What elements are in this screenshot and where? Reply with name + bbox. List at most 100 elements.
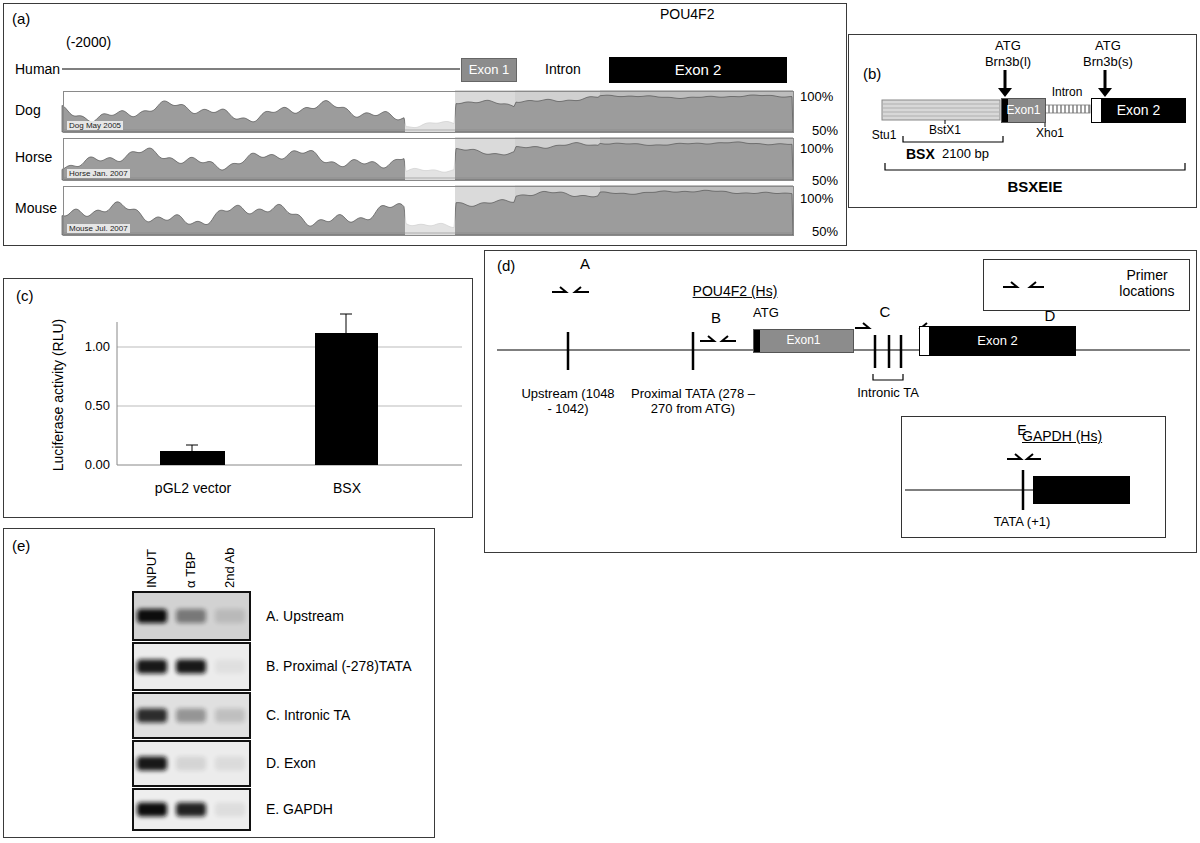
exon-box: Exon 1: [461, 58, 517, 82]
gel-band: [215, 757, 245, 771]
gel-band: [176, 709, 206, 723]
primer-arrow: [700, 336, 714, 341]
construct-map: [883, 104, 999, 116]
gel-band: [137, 803, 167, 817]
figure-label: Upstream (1048 - 1042): [520, 387, 616, 417]
gel-band: [176, 803, 206, 817]
human-gene-line: [62, 68, 460, 69]
bar-chart: [117, 322, 118, 465]
bar-chart: [315, 333, 378, 465]
box-heading: GAPDH (Hs): [1022, 428, 1102, 444]
box-label: Exon1: [786, 334, 820, 348]
figure-label: E. GAPDH: [266, 801, 333, 817]
figure-label: 0.50: [85, 399, 110, 414]
primer-arrow: [575, 287, 589, 292]
figure-label: INPUT: [145, 549, 160, 588]
gene-map: [497, 332, 1190, 510]
figure-label: 2100 bp: [942, 147, 989, 162]
track-baseline: [62, 178, 793, 179]
figure-label: Stu1: [872, 129, 897, 143]
box-heading: (e): [12, 537, 30, 554]
figure-label: α TBP: [184, 552, 199, 588]
figure-label: BstX1: [929, 124, 961, 138]
figure-label: ATG: [1095, 39, 1121, 54]
construct-map: [883, 104, 999, 105]
gel-frame: [133, 643, 250, 690]
figure-label: Xho1: [1036, 127, 1064, 141]
figure-label: D. Exon: [266, 755, 316, 771]
bar-chart: [192, 445, 193, 451]
gel-band: [176, 609, 206, 623]
construct-map: [1045, 105, 1090, 113]
bar-chart: [340, 314, 352, 315]
bar-chart: [117, 406, 462, 407]
bar-chart: [117, 314, 462, 465]
construct-map: [882, 70, 1185, 170]
panel: (e): [3, 528, 435, 838]
unaligned-band: [405, 90, 455, 132]
box-heading: Dog May 2005: [67, 121, 123, 130]
exon-box: Exon1: [753, 329, 854, 353]
box-heading: (a): [12, 10, 30, 27]
figure-label: Luciferase activity (RLU): [50, 319, 66, 472]
gel-band: [215, 709, 245, 723]
figure-label: BSX: [333, 480, 361, 496]
gene-map: [1033, 476, 1130, 504]
gene-map: [692, 332, 695, 370]
figure-label: 50%: [812, 124, 838, 139]
gel-frame: [133, 789, 250, 830]
primer-arrow: [1007, 454, 1021, 459]
conservation-track: Dog May 2005: [63, 91, 794, 133]
figure-label: B: [711, 309, 721, 326]
figure-label: B. Proximal (-278)TATA: [266, 658, 411, 674]
gene-map: [874, 335, 877, 368]
gene-map: [900, 335, 903, 368]
figure-label: 2nd Ab: [223, 548, 238, 589]
construct-map: [883, 116, 999, 117]
unaligned-band: [405, 185, 455, 235]
primer-arrow: [855, 323, 869, 328]
primer-arrow: [552, 287, 566, 292]
track-baseline: [62, 233, 793, 234]
exon-box: Exon 2: [609, 57, 787, 83]
construct-map: [1104, 70, 1107, 89]
primer-arrow: [722, 336, 736, 341]
conservation-track: Horse Jan. 2007: [63, 138, 794, 181]
exon-box: Exon 2: [1091, 98, 1186, 123]
box-label: Exon 2: [977, 334, 1017, 349]
gene-map: [1022, 470, 1025, 510]
box-label: Exon 1: [469, 63, 509, 78]
figure-label: Horse: [15, 149, 52, 165]
construct-map: [883, 112, 999, 113]
figure-label: Human: [15, 61, 60, 77]
construct-map: [882, 100, 1000, 120]
figure-label: Brn3b(l): [985, 55, 1031, 70]
bar-chart: [160, 451, 225, 465]
unaligned-band: [405, 137, 455, 180]
gene-map: [873, 374, 903, 380]
box-heading: Horse Jan. 2007: [67, 169, 130, 178]
figure-label: Dog: [15, 102, 41, 118]
box-heading: (b): [863, 65, 881, 82]
gel-band: [137, 660, 167, 674]
gel-frame: [133, 741, 250, 786]
figure-label: Intronic TA: [857, 386, 919, 401]
figure-label: Mouse: [15, 200, 57, 216]
figure-label: POU4F2: [660, 6, 714, 22]
figure-label: Proximal TATA (278 – 270 from ATG): [619, 387, 767, 417]
gel-frame: [133, 592, 250, 640]
gene-map: [905, 489, 1033, 490]
gel-band: [215, 609, 245, 623]
figure-label: ATG: [753, 306, 779, 321]
figure-label: Intron: [1052, 86, 1083, 100]
figure-label: 0.00: [85, 458, 110, 473]
bar-chart: [186, 445, 198, 446]
figure-label: BSXEIE: [1007, 178, 1062, 195]
figure-label: E: [1017, 422, 1026, 438]
gel-band: [176, 757, 206, 771]
bar-chart: [117, 347, 462, 348]
gel-band: [215, 660, 245, 674]
figure-label: 50%: [812, 225, 838, 240]
primer-arrow: [552, 282, 1071, 459]
